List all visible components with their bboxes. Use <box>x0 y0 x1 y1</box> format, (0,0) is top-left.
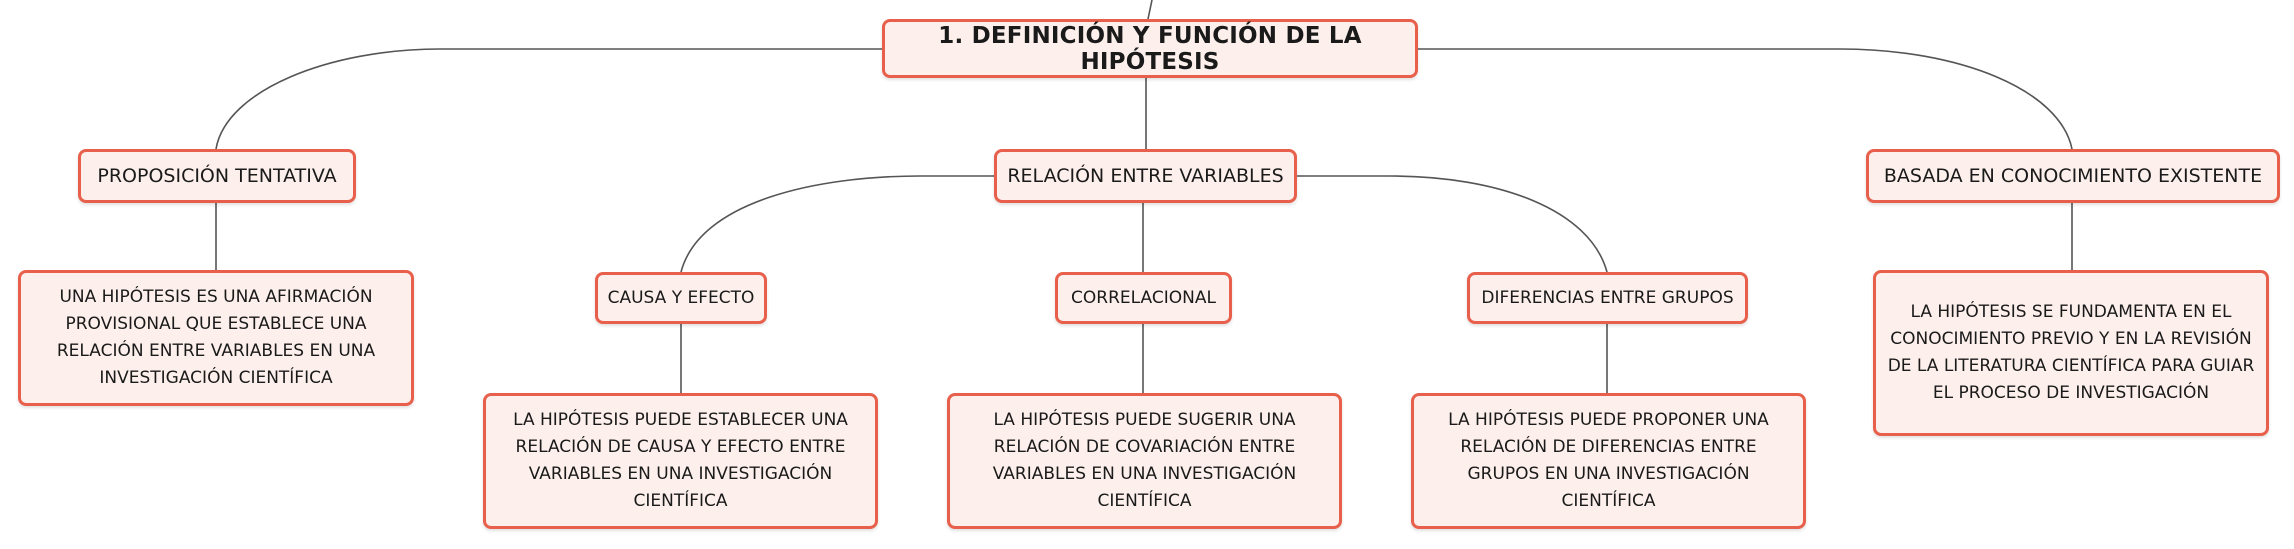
subtopic-causa-y-efecto[interactable]: CAUSA Y EFECTO <box>595 272 767 324</box>
topic-relacion-entre-variables[interactable]: RELACIÓN ENTRE VARIABLES <box>994 149 1297 203</box>
topic-label: BASADA EN CONOCIMIENTO EXISTENTE <box>1883 165 2263 187</box>
subtopic-correlacional[interactable]: CORRELACIONAL <box>1055 272 1232 324</box>
topic-basada-en-conocimiento[interactable]: BASADA EN CONOCIMIENTO EXISTENTE <box>1866 149 2280 203</box>
detail-causa-y-efecto[interactable]: LA HIPÓTESIS PUEDE ESTABLECER UNA RELACI… <box>483 393 878 529</box>
topic-label: PROPOSICIÓN TENTATIVA <box>97 165 337 187</box>
root-topic-label: 1. DEFINICIÓN Y FUNCIÓN DE LA HIPÓTESIS <box>938 22 1362 75</box>
detail-diferencias-entre-grupos[interactable]: LA HIPÓTESIS PUEDE PROPONER UNA RELACIÓN… <box>1411 393 1806 529</box>
detail-correlacional[interactable]: LA HIPÓTESIS PUEDE SUGERIR UNA RELACIÓN … <box>947 393 1342 529</box>
detail-proposicion-tentativa[interactable]: UNA HIPÓTESIS ES UNA AFIRMACIÓN PROVISIO… <box>18 270 414 406</box>
connector-parent-root <box>1147 0 1153 20</box>
connector-root-proposicion <box>215 48 882 150</box>
topic-label: RELACIÓN ENTRE VARIABLES <box>1007 165 1284 187</box>
detail-basada-en-conocimiento[interactable]: LA HIPÓTESIS SE FUNDAMENTA EN EL CONOCIM… <box>1873 270 2269 436</box>
subtopic-label: DIFERENCIAS ENTRE GRUPOS <box>1481 288 1734 308</box>
detail-text: LA HIPÓTESIS PUEDE PROPONER UNA RELACIÓN… <box>1448 410 1769 511</box>
topic-proposicion-tentativa[interactable]: PROPOSICIÓN TENTATIVA <box>78 149 356 203</box>
subtopic-label: CAUSA Y EFECTO <box>607 288 755 308</box>
detail-text: LA HIPÓTESIS PUEDE ESTABLECER UNA RELACI… <box>513 410 848 511</box>
detail-text: LA HIPÓTESIS SE FUNDAMENTA EN EL CONOCIM… <box>1887 302 2255 403</box>
detail-text: UNA HIPÓTESIS ES UNA AFIRMACIÓN PROVISIO… <box>56 287 376 388</box>
subtopic-diferencias-entre-grupos[interactable]: DIFERENCIAS ENTRE GRUPOS <box>1467 272 1748 324</box>
subtopic-label: CORRELACIONAL <box>1071 288 1216 308</box>
connector-relacion-causa <box>680 175 994 273</box>
root-topic[interactable]: 1. DEFINICIÓN Y FUNCIÓN DE LA HIPÓTESIS <box>882 19 1418 78</box>
connector-relacion-diferencias <box>1297 175 1608 273</box>
detail-text: LA HIPÓTESIS PUEDE SUGERIR UNA RELACIÓN … <box>992 410 1297 511</box>
connector-root-basada <box>1418 48 2073 150</box>
